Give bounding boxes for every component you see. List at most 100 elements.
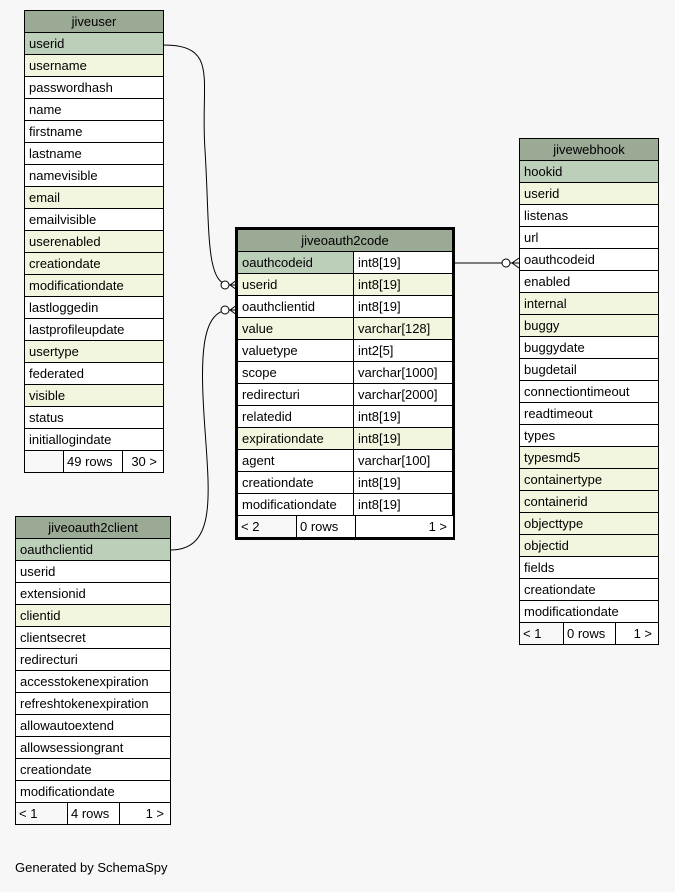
column-row[interactable]: username [25, 55, 163, 76]
column-row[interactable]: listenas [520, 205, 658, 226]
footer-right: 1 > [120, 803, 170, 824]
column-row[interactable]: status [25, 407, 163, 428]
table-header: jiveoauth2client [16, 517, 170, 538]
column-name: redirecturi [238, 384, 354, 405]
column-row[interactable]: bugdetail [520, 359, 658, 380]
column-row[interactable]: extensionid [16, 583, 170, 604]
column-name: lastname [25, 143, 163, 164]
column-row[interactable]: userenabled [25, 231, 163, 252]
column-row[interactable]: allowsessiongrant [16, 737, 170, 758]
column-row[interactable]: typesmd5 [520, 447, 658, 468]
column-type: int8[19] [354, 406, 452, 427]
column-row[interactable]: lastprofileupdate [25, 319, 163, 340]
column-name: clientsecret [16, 627, 170, 648]
column-row[interactable]: modificationdate [16, 781, 170, 802]
column-row[interactable]: lastloggedin [25, 297, 163, 318]
column-name: creationdate [25, 253, 163, 274]
column-row[interactable]: name [25, 99, 163, 120]
column-name: modificationdate [16, 781, 170, 802]
column-row[interactable]: refreshtokenexpiration [16, 693, 170, 714]
footer-row-count: 49 rows [64, 451, 123, 472]
column-row[interactable]: enabled [520, 271, 658, 292]
column-name: relatedid [238, 406, 354, 427]
column-row[interactable]: creationdate [25, 253, 163, 274]
footer-left: < 1 [16, 803, 68, 824]
column-row[interactable]: userid [25, 33, 163, 54]
column-row[interactable]: internal [520, 293, 658, 314]
column-row[interactable]: connectiontimeout [520, 381, 658, 402]
column-row[interactable]: federated [25, 363, 163, 384]
column-type: varchar[100] [354, 450, 452, 471]
column-row[interactable]: namevisible [25, 165, 163, 186]
footer-right: 30 > [123, 451, 163, 472]
column-row[interactable]: userid [520, 183, 658, 204]
column-row[interactable]: lastname [25, 143, 163, 164]
column-row[interactable]: readtimeout [520, 403, 658, 424]
footer-right: 1 > [356, 516, 453, 537]
table-header: jiveoauth2code [238, 230, 452, 251]
column-row[interactable]: objectid [520, 535, 658, 556]
column-row[interactable]: accesstokenexpiration [16, 671, 170, 692]
column-row[interactable]: creationdate [520, 579, 658, 600]
column-row[interactable]: oauthclientid [16, 539, 170, 560]
column-type: varchar[2000] [354, 384, 452, 405]
column-row[interactable]: fields [520, 557, 658, 578]
column-name: objectid [520, 535, 658, 556]
column-row[interactable]: usertype [25, 341, 163, 362]
footer-left [25, 451, 64, 472]
column-row[interactable]: buggydate [520, 337, 658, 358]
column-row[interactable]: initiallogindate [25, 429, 163, 450]
column-row[interactable]: visible [25, 385, 163, 406]
column-row[interactable]: types [520, 425, 658, 446]
column-row[interactable]: clientsecret [16, 627, 170, 648]
column-type: varchar[128] [354, 318, 452, 339]
column-row[interactable]: containerid [520, 491, 658, 512]
column-name: federated [25, 363, 163, 384]
column-name: readtimeout [520, 403, 658, 424]
column-row[interactable]: redirecturi [16, 649, 170, 670]
column-row[interactable]: firstname [25, 121, 163, 142]
column-row[interactable]: oauthcodeid [520, 249, 658, 270]
column-name: accesstokenexpiration [16, 671, 170, 692]
footer-row-count: 0 rows [297, 516, 356, 537]
column-row[interactable]: containertype [520, 469, 658, 490]
column-name: hookid [520, 161, 658, 182]
column-row[interactable]: passwordhash [25, 77, 163, 98]
column-row[interactable]: emailvisible [25, 209, 163, 230]
column-row[interactable]: email [25, 187, 163, 208]
column-row[interactable]: objecttype [520, 513, 658, 534]
column-row[interactable]: modificationdate [520, 601, 658, 622]
column-name: oauthcodeid [520, 249, 658, 270]
column-row[interactable]: creationdate [16, 759, 170, 780]
column-name: scope [238, 362, 354, 383]
column-row[interactable]: hookid [520, 161, 658, 182]
column-row[interactable]: modificationdate [25, 275, 163, 296]
column-type: int8[19] [354, 252, 452, 273]
column-name: visible [25, 385, 163, 406]
column-name: redirecturi [16, 649, 170, 670]
column-name: buggy [520, 315, 658, 336]
column-row[interactable]: allowautoextend [16, 715, 170, 736]
column-row[interactable]: buggy [520, 315, 658, 336]
column-row[interactable]: userid [16, 561, 170, 582]
column-row[interactable]: clientid [16, 605, 170, 626]
column-row[interactable]: url [520, 227, 658, 248]
